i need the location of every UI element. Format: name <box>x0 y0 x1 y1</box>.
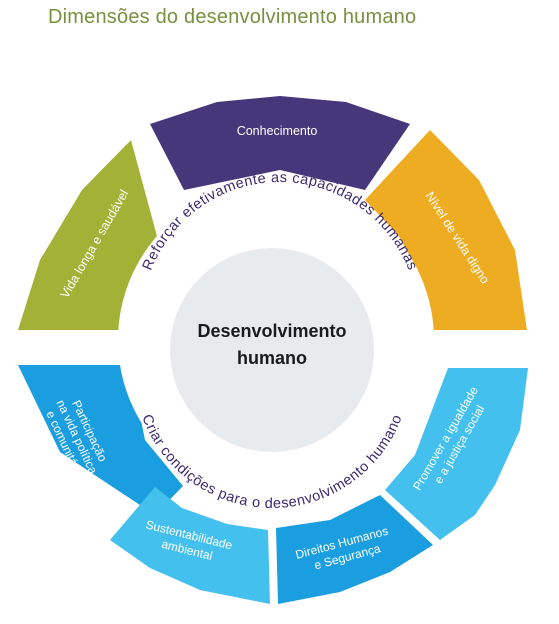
center-label-line1: Desenvolvimento <box>197 321 346 341</box>
segment-igualdade-shape <box>385 368 528 540</box>
segment-conhecimento-label: Conhecimento <box>237 124 318 138</box>
segment-sustentabilidade-shape <box>110 487 270 604</box>
segment-nivel-vida: Nível de vida digno <box>365 130 527 330</box>
segment-vida-longa-shape <box>18 140 158 330</box>
segment-nivel-vida-shape <box>365 130 527 330</box>
segment-participacao-shape <box>18 365 183 515</box>
segment-conhecimento-shape <box>150 96 410 190</box>
segment-direitos-shape <box>276 495 433 604</box>
segment-direitos: Direitos Humanos e Segurança <box>276 495 433 604</box>
segment-sustentabilidade: Sustentabilidade ambiental <box>110 487 270 604</box>
segment-conhecimento: Conhecimento <box>150 96 410 190</box>
center-circle <box>170 248 374 452</box>
diagram-title: Dimensões do desenvolvimento humano <box>48 6 417 28</box>
center-label-line2: humano <box>237 348 307 368</box>
